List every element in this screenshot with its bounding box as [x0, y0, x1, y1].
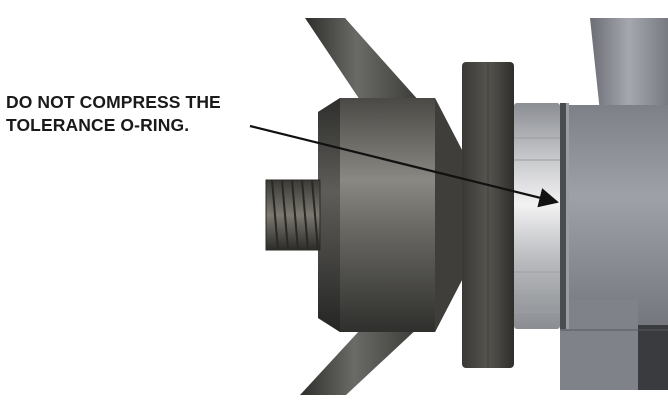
knurl-lines [514, 121, 560, 313]
thread-ridges [271, 179, 319, 251]
housing-lower-block [560, 300, 638, 390]
callout-text: DO NOT COMPRESS THE TOLERANCE O-RING. [6, 91, 276, 137]
right-housing [560, 105, 668, 333]
lower-spoke [300, 326, 420, 395]
callout-line-1: DO NOT COMPRESS THE [6, 92, 221, 112]
upper-spoke [305, 18, 420, 112]
hub-body [318, 98, 462, 332]
tolerance-o-ring [560, 103, 566, 329]
callout-arrow [249, 124, 559, 208]
callout-line-2: TOLERANCE O-RING. [6, 115, 190, 135]
right-tube-top [590, 18, 668, 115]
housing-dark-edge [638, 325, 668, 390]
tolerance-o-ring-nut [514, 103, 560, 329]
